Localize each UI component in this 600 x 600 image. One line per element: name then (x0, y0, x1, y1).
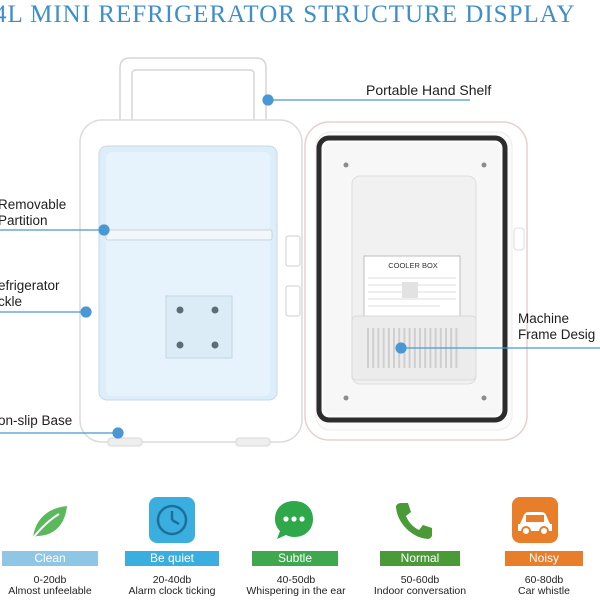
door-gasket (316, 135, 508, 423)
noise-label-4: Noisy (505, 551, 583, 566)
noise-desc-4: Car whistle (518, 585, 570, 597)
hand-shelf-dot (262, 94, 274, 106)
callout-frame-line2: Frame Desig (518, 327, 596, 342)
noise-icon-wrap-3 (391, 497, 437, 543)
noise-desc-1: Alarm clock ticking (128, 585, 216, 597)
noise-label-3: Normal (380, 551, 460, 566)
callout-hand-shelf: Portable Hand Shelf (366, 82, 492, 98)
buckle-dot (80, 306, 92, 318)
chat-bubble-icon (275, 501, 313, 539)
noise-db-3: 50-60db (400, 574, 440, 586)
noise-db-0: 0-20db (33, 574, 67, 586)
noise-desc-0: Almost unfeelable (8, 585, 92, 597)
noise-label-2: Subtle (252, 551, 338, 566)
refrigerator-illustration (0, 57, 600, 447)
hinge-top (285, 235, 301, 267)
noise-db-1: 20-40db (152, 574, 192, 586)
base-dot (112, 427, 124, 439)
page-title: 4L MINI REFRIGERATOR STRUCTURE DISPLAY (0, 1, 576, 28)
callout-partition-line2: Partition (0, 213, 48, 228)
removable-partition (105, 229, 273, 241)
callout-base: on-slip Base (0, 413, 73, 428)
frame-dot (395, 342, 407, 354)
noise-desc-3: Indoor conversation (373, 585, 467, 597)
noise-icon-wrap-4 (512, 497, 558, 543)
noise-db-2: 40-50db (276, 574, 316, 586)
noise-icon-wrap-0 (25, 498, 71, 544)
partition-dot (98, 224, 110, 236)
callout-buckle-line2: ckle (0, 294, 23, 309)
carry-handle (119, 57, 267, 123)
noise-db-4: 60-80db (524, 574, 564, 586)
leaf-icon (32, 506, 67, 539)
callout-frame-line1: Machine (518, 311, 570, 326)
screw-plate (165, 295, 233, 359)
noise-label-1: Be quiet (125, 551, 219, 566)
door-label-text: COOLER BOX (388, 261, 438, 270)
noise-label-0: Clean (2, 551, 98, 566)
hinge-bottom (285, 285, 301, 317)
noise-icon-wrap-1 (149, 497, 195, 543)
noise-desc-2: Whispering in the ear (246, 585, 346, 597)
clock-icon (156, 504, 188, 536)
callout-buckle-line1: efrigerator (0, 278, 60, 293)
noise-icon-wrap-2 (271, 497, 317, 543)
callout-partition-line1: Removable (0, 197, 67, 212)
phone-icon (396, 503, 432, 539)
car-icon (518, 512, 552, 536)
